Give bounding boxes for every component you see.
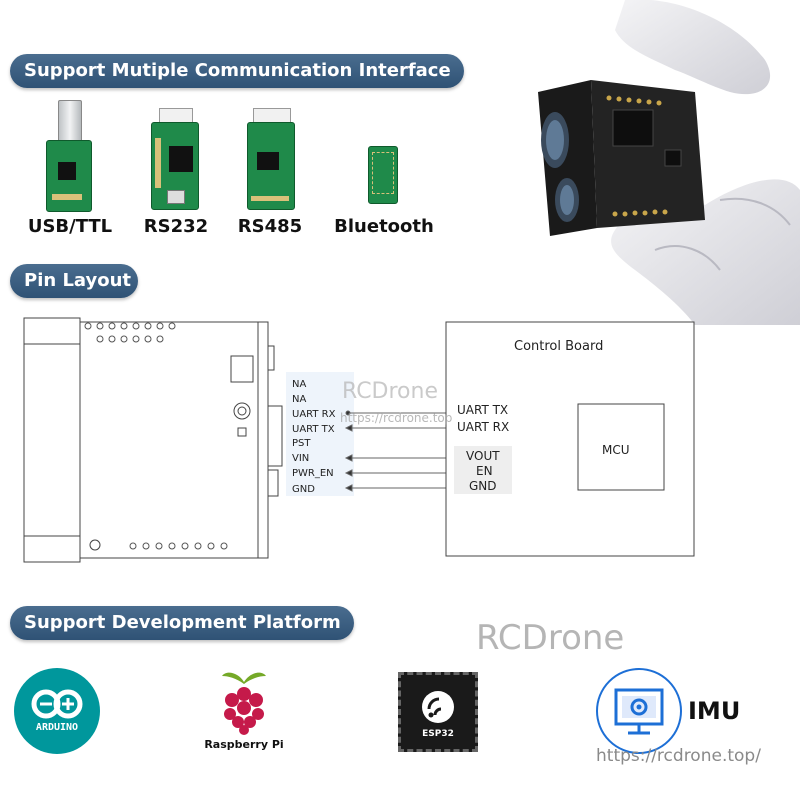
watermark-url: https://rcdrone.top/ [596,746,761,766]
sensor-pin-label: VIN [292,453,309,464]
mcu-label: MCU [602,443,630,457]
sensor-pin-label: PST [292,438,311,449]
sensor-pin-label: NA [292,394,306,405]
module-label-rs232: RS232 [143,216,209,237]
control-pin-label: VOUT [466,449,500,463]
sensor-pin-label: UART RX [292,409,336,420]
product-photo [505,0,800,325]
module-label-bluetooth: Bluetooth [334,216,434,237]
pin-section-title: Pin Layout [10,264,138,298]
mcu-box [577,403,665,491]
sensor-pin-label: GND [292,484,315,495]
sensor-pin-label: PWR_EN [292,468,334,479]
control-pin-label: EN [476,464,493,478]
bluetooth-module-icon [368,146,398,204]
usb-ttl-module-icon [46,100,92,212]
control-pin-label: UART RX [457,420,509,434]
raspberry-pi-label: Raspberry Pi [204,738,284,751]
esp32-wifi-icon [422,691,454,723]
module-label-rs485: RS485 [237,216,303,237]
control-board-pin-block [454,446,512,494]
control-pin-label: UART TX [457,403,508,417]
arduino-label: ARDUINO [35,722,79,733]
sensor-pin-label: NA [292,379,306,390]
esp32-logo: ESP32 [398,672,478,752]
rs232-module-icon [151,108,199,210]
sensor-outline [23,317,283,563]
control-pin-label: GND [469,479,497,493]
watermark-brand-small: RCDrone [342,379,438,404]
dev-section-title: Support Development Platform [10,606,354,640]
sensor-pad-row-bottom [129,542,228,550]
rs485-module-icon [247,108,295,210]
watermark-brand: RCDrone [476,618,625,658]
sensor-pin-block [286,372,354,496]
raspberry-pi-logo [214,668,274,738]
esp32-label: ESP32 [422,729,454,739]
module-label-usb-ttl: USB/TTL [27,216,113,237]
imu-label: IMU [688,697,741,725]
sensor-pad-row-top [84,322,176,343]
comm-section-title: Support Mutiple Communication Interface [10,54,464,88]
control-board-pin-labels: UART TX UART RX VOUT EN GND [457,403,509,493]
sensor-pin-label: UART TX [292,424,335,435]
imu-logo [596,668,682,754]
control-board-title: Control Board [514,339,603,354]
monitor-gear-icon [614,688,664,735]
raspberry-icon [222,672,266,735]
infinity-icon [31,689,83,719]
arduino-logo: ARDUINO [14,668,100,754]
sensor-pin-labels: NA NA UART RX UART TX PST VIN PWR_EN GND [292,379,336,495]
pin-layout-diagram: NA NA UART RX UART TX PST VIN PWR_EN GND… [23,317,695,563]
watermark-url-small: https://rcdrone.top [340,411,452,425]
